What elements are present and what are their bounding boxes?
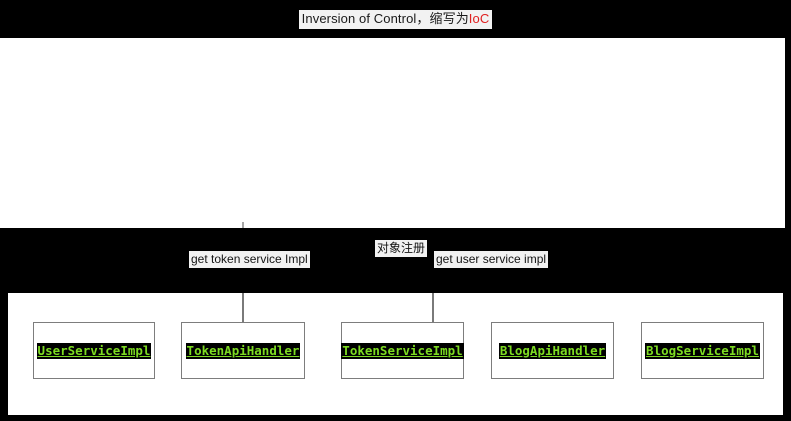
- connector-user-line: [432, 293, 434, 322]
- label-object-registration: 对象注册: [375, 240, 428, 257]
- page-title-accent: IoC: [468, 10, 490, 26]
- upper-content-panel: [0, 38, 785, 228]
- label-get-token-service-impl: get token service Impl: [189, 251, 310, 268]
- node-label: BlogApiHandler: [498, 342, 607, 359]
- middle-band: [0, 228, 791, 293]
- connector-token-line: [242, 293, 244, 322]
- page-title-main: Inversion of Control，缩写为: [301, 10, 469, 26]
- label-get-user-service-impl: get user service impl: [434, 251, 549, 268]
- connector-stub-top: [242, 222, 244, 228]
- node-label: TokenServiceImpl: [341, 342, 464, 359]
- node-label: BlogServiceImpl: [645, 342, 760, 359]
- page-title: Inversion of Control，缩写为IoC: [298, 9, 493, 29]
- node-label: UserServiceImpl: [36, 342, 152, 359]
- node-token-api-handler[interactable]: TokenApiHandler: [181, 322, 305, 379]
- title-bar: Inversion of Control，缩写为IoC: [0, 0, 791, 38]
- node-blog-service-impl[interactable]: BlogServiceImpl: [641, 322, 764, 379]
- node-label: TokenApiHandler: [185, 342, 301, 359]
- node-user-service-impl[interactable]: UserServiceImpl: [33, 322, 155, 379]
- node-blog-api-handler[interactable]: BlogApiHandler: [491, 322, 614, 379]
- node-token-service-impl[interactable]: TokenServiceImpl: [341, 322, 464, 379]
